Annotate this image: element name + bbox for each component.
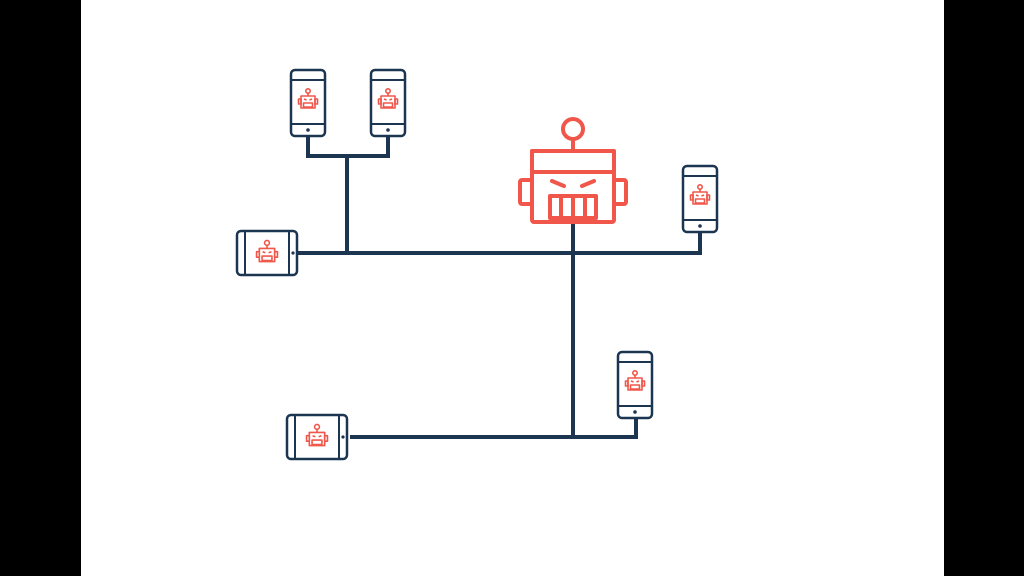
robot-icon bbox=[518, 117, 628, 224]
home-button-icon bbox=[698, 224, 702, 228]
mini-robot-icon bbox=[305, 423, 329, 447]
home-button-icon bbox=[291, 251, 295, 255]
home-button-icon bbox=[386, 128, 390, 132]
botnet-diagram bbox=[235, 68, 719, 461]
infected-devices bbox=[235, 68, 719, 461]
wire-top-phones bbox=[306, 135, 390, 158]
network-connections bbox=[298, 135, 702, 439]
mini-robot-icon bbox=[689, 184, 711, 205]
tablet-middle-left bbox=[235, 229, 299, 277]
tablet-bottom-left bbox=[285, 413, 349, 461]
phone-top-left bbox=[289, 68, 327, 138]
phone-right bbox=[681, 164, 719, 234]
mini-robot-icon bbox=[377, 88, 399, 109]
home-button-icon bbox=[633, 410, 637, 414]
mini-robot-icon bbox=[255, 239, 279, 263]
phone-top-middle bbox=[369, 68, 407, 138]
home-button-icon bbox=[341, 435, 345, 439]
mini-robot-icon bbox=[297, 88, 319, 109]
wire-bottom-horizontal bbox=[350, 416, 638, 439]
mini-robot-icon bbox=[624, 369, 646, 391]
phone-bottom-right bbox=[616, 350, 654, 420]
wire-main-horizontal bbox=[298, 231, 702, 255]
home-button-icon bbox=[306, 128, 310, 132]
diagram-canvas bbox=[81, 0, 944, 576]
